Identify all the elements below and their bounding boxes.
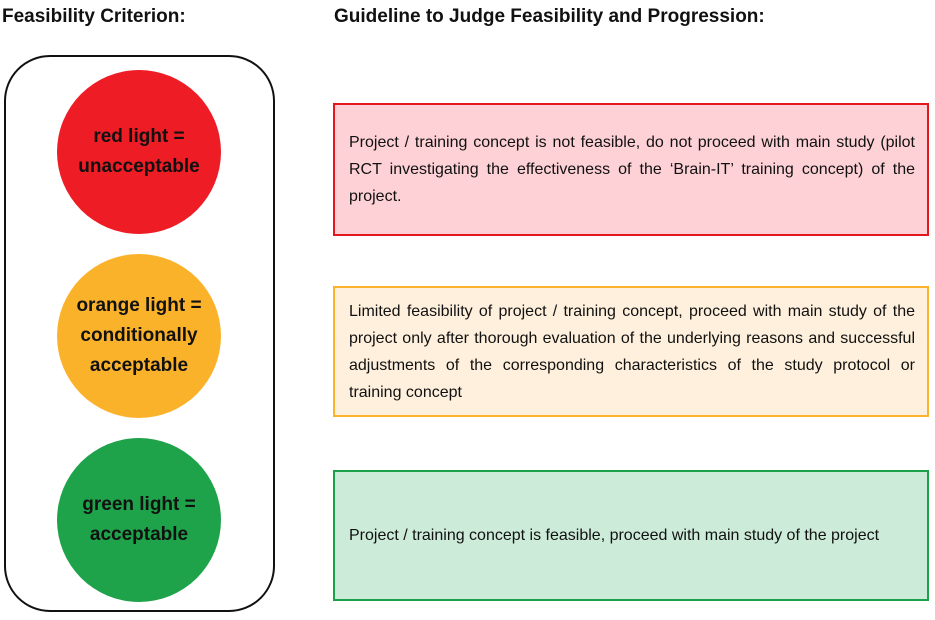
guideline-box-green: Project / training concept is feasible, … — [333, 470, 929, 601]
guideline-box-red: Project / training concept is not feasib… — [333, 103, 929, 236]
orange-light-label-line1: orange light = — [76, 295, 202, 316]
red-light-label-line2: unacceptable — [78, 156, 200, 177]
orange-light-label-line3: acceptable — [89, 355, 189, 376]
red-light-label-line1: red light = — [93, 126, 185, 147]
guideline-text-orange: Limited feasibility of project / trainin… — [349, 302, 915, 401]
red-light: red light = unacceptable — [57, 70, 221, 234]
green-light-label-line1: green light = — [82, 494, 196, 515]
guideline-heading: Guideline to Judge Feasibility and Progr… — [334, 6, 765, 27]
orange-light: orange light = conditionally acceptable — [57, 254, 221, 418]
green-light: green light = acceptable — [57, 438, 221, 602]
guideline-text-red: Project / training concept is not feasib… — [349, 134, 915, 205]
green-light-label-line2: acceptable — [89, 524, 189, 545]
guideline-text-green: Project / training concept is feasible, … — [349, 527, 880, 544]
guideline-box-orange: Limited feasibility of project / trainin… — [333, 286, 929, 417]
feasibility-criterion-heading: Feasibility Criterion: — [2, 6, 186, 27]
orange-light-label-line2: conditionally — [80, 325, 198, 346]
